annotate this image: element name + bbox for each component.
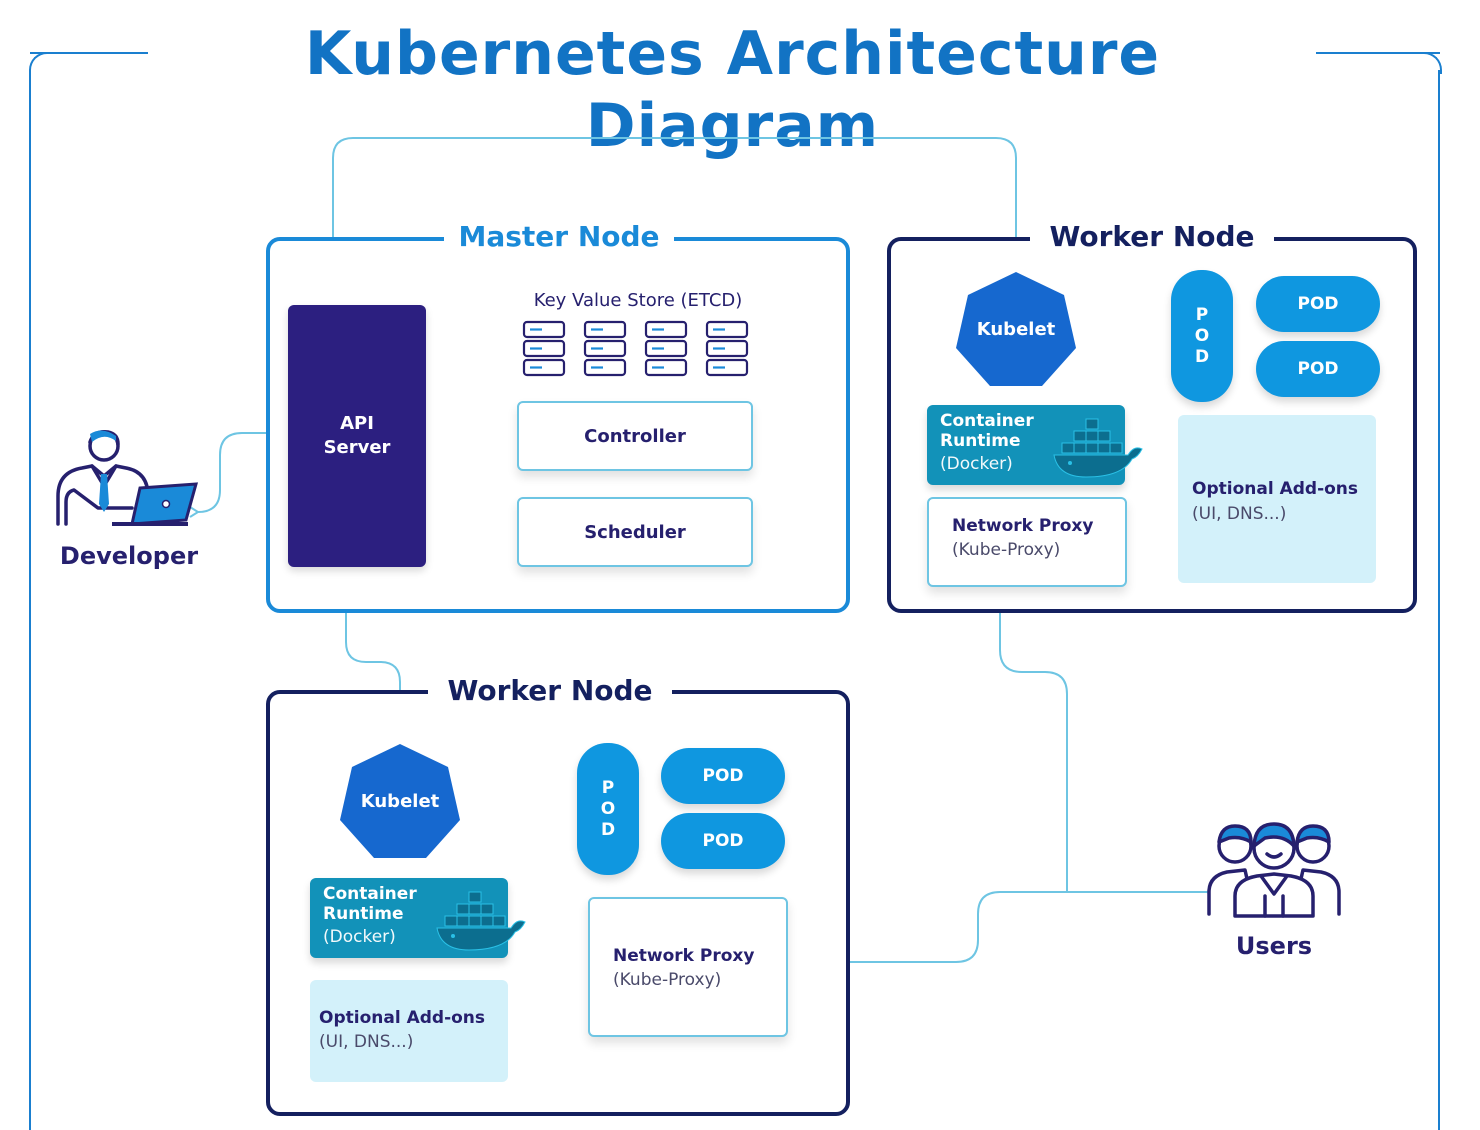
pod-letter: P bbox=[601, 777, 615, 798]
database-icon bbox=[705, 320, 749, 377]
optional-addons-bottom[interactable]: Optional Add-ons (UI, DNS...) bbox=[310, 980, 508, 1082]
users-label: Users bbox=[1235, 932, 1313, 960]
pod-letter: O bbox=[1194, 325, 1210, 346]
frame-top-left bbox=[30, 52, 148, 54]
addons-title: Optional Add-ons bbox=[319, 1008, 486, 1028]
worker-node-top-label: Worker Node bbox=[1030, 220, 1274, 254]
kubelet-bottom-label: Kubelet bbox=[360, 790, 440, 812]
pod-top-1[interactable]: POD bbox=[1256, 276, 1380, 332]
proxy-sub: (Kube-Proxy) bbox=[952, 540, 1061, 560]
database-icon bbox=[522, 320, 566, 377]
network-proxy-bottom[interactable]: Network Proxy (Kube-Proxy) bbox=[588, 897, 788, 1037]
kubelet-top-label: Kubelet bbox=[976, 318, 1056, 340]
database-icon bbox=[644, 320, 688, 377]
proxy-title: Network Proxy bbox=[952, 516, 1094, 536]
container-runtime-top[interactable]: Container Runtime (Docker) bbox=[927, 405, 1143, 485]
pod-letter: O bbox=[600, 798, 616, 819]
kubelet-bottom[interactable]: Kubelet bbox=[338, 742, 462, 860]
addons-sub: (UI, DNS...) bbox=[319, 1032, 414, 1052]
proxy-title: Network Proxy bbox=[613, 946, 755, 966]
runtime-sub: (Docker) bbox=[940, 454, 1013, 474]
runtime-sub: (Docker) bbox=[323, 927, 396, 947]
scheduler-box[interactable]: Scheduler bbox=[517, 497, 753, 567]
pod-bottom-2[interactable]: POD bbox=[661, 813, 785, 869]
docker-whale-icon bbox=[1053, 418, 1143, 478]
pod-top-2[interactable]: POD bbox=[1256, 341, 1380, 397]
docker-whale-icon bbox=[436, 891, 526, 951]
users-icon bbox=[1207, 822, 1341, 918]
pod-letter: D bbox=[600, 819, 616, 840]
developer-label: Developer bbox=[59, 542, 199, 570]
container-runtime-bottom[interactable]: Container Runtime (Docker) bbox=[310, 878, 526, 958]
frame-right bbox=[1438, 70, 1440, 1130]
addons-sub: (UI, DNS...) bbox=[1192, 504, 1287, 524]
etcd-db-icons bbox=[522, 320, 749, 377]
pod-letter: D bbox=[1194, 346, 1210, 367]
frame-top-right bbox=[1316, 52, 1440, 54]
frame-left-corner bbox=[29, 52, 51, 74]
worker-node-bottom-label: Worker Node bbox=[428, 674, 672, 708]
developer-icon bbox=[56, 429, 199, 526]
kv-store-label: Key Value Store (ETCD) bbox=[533, 290, 743, 311]
database-icon bbox=[583, 320, 627, 377]
frame-left bbox=[29, 70, 31, 1130]
proxy-sub: (Kube-Proxy) bbox=[613, 970, 722, 990]
heptagon-icon bbox=[956, 272, 1076, 386]
kubelet-top[interactable]: Kubelet bbox=[954, 270, 1078, 388]
api-server[interactable]: API Server bbox=[288, 305, 426, 567]
heptagon-icon bbox=[340, 744, 460, 858]
runtime-title: Container Runtime bbox=[323, 884, 417, 924]
addons-title: Optional Add-ons bbox=[1192, 479, 1359, 499]
optional-addons-top[interactable]: Optional Add-ons (UI, DNS...) bbox=[1178, 415, 1376, 583]
controller-box[interactable]: Controller bbox=[517, 401, 753, 471]
pod-letter: P bbox=[1195, 304, 1209, 325]
pod-bottom-1[interactable]: POD bbox=[661, 748, 785, 804]
page-title: Kubernetes Architecture Diagram bbox=[304, 19, 1161, 161]
pod-vertical-top[interactable]: P O D bbox=[1171, 270, 1233, 402]
master-node-label: Master Node bbox=[444, 220, 674, 254]
runtime-title: Container Runtime bbox=[940, 411, 1034, 451]
network-proxy-top[interactable]: Network Proxy (Kube-Proxy) bbox=[927, 497, 1127, 587]
pod-vertical-bottom[interactable]: P O D bbox=[577, 743, 639, 875]
